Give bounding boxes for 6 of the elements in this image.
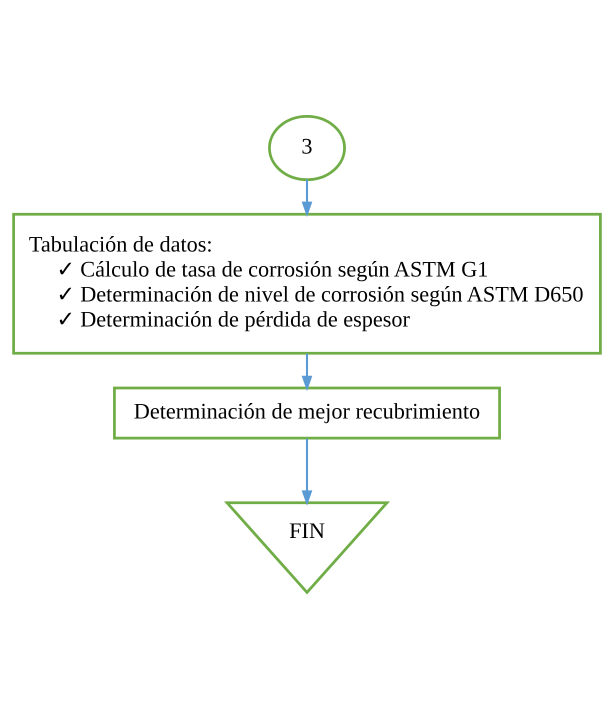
node-box: Determinación de mejor recubrimiento bbox=[113, 386, 501, 440]
arrow bbox=[302, 438, 312, 506]
node-box: Tabulación de datos: ✓ Cálculo de tasa de corrosión según ASTM G1 ✓ Determinación de nivel de corrosión según ASTM D650 ✓ Determinación de pérdida de espesor bbox=[12, 212, 602, 355]
arrow bbox=[302, 180, 312, 217]
arrow bbox=[302, 354, 312, 392]
node-ellipse: 3 bbox=[268, 114, 346, 182]
